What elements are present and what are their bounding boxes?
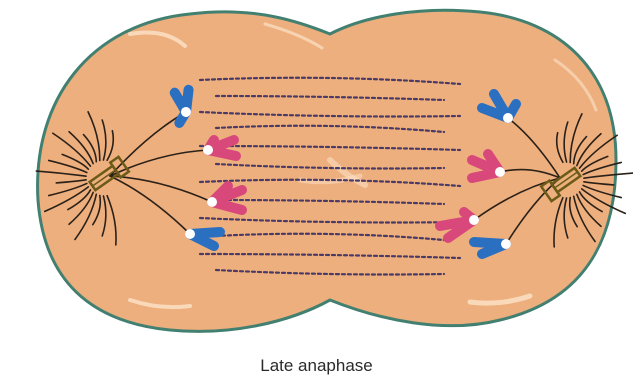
figure-caption: Late anaphase [0, 356, 633, 376]
cell-texture [38, 10, 616, 331]
